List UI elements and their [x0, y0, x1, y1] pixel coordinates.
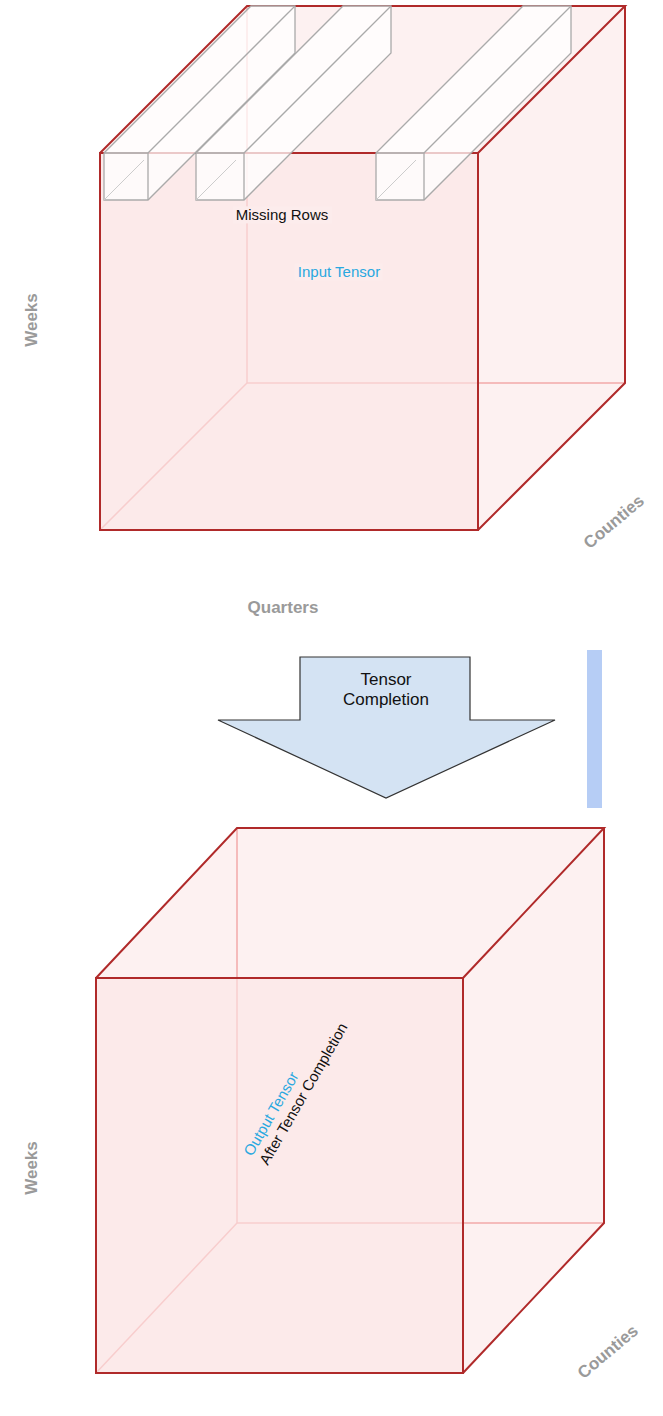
tensor-completion-arrow: Tensor Completion	[210, 650, 560, 805]
axis-label: Counties	[574, 1321, 642, 1383]
axis-label: Quarters	[248, 598, 319, 618]
axis-label: Weeks	[22, 1141, 42, 1195]
missing-row-edge	[244, 6, 391, 153]
arrow-label: Tensor Completion	[321, 670, 451, 709]
arrow-shape	[218, 657, 555, 798]
cube-top	[96, 828, 604, 978]
input-tensor-label: Input Tensor	[295, 263, 383, 280]
missing-row-edge	[196, 160, 236, 200]
axis-label: Weeks	[22, 293, 42, 347]
missing-rows-label: Missing Rows	[233, 206, 332, 223]
cube-body	[100, 6, 625, 530]
missing-row-edge	[376, 160, 416, 200]
missing-row-edge	[424, 6, 571, 153]
missing-row-edge	[376, 153, 424, 200]
missing-row	[376, 6, 571, 200]
axis-label: Counties	[580, 491, 648, 553]
output-tensor-cube: Output TensorAfter Tensor Completion	[0, 820, 663, 1385]
missing-row-edge	[104, 153, 148, 200]
missing-row	[196, 6, 391, 200]
cube-front	[96, 978, 463, 1373]
cube-body	[96, 828, 604, 1373]
cube-front	[100, 153, 478, 530]
blue-bar	[587, 650, 602, 808]
missing-row-edge	[196, 153, 244, 200]
cube-side	[463, 828, 604, 1373]
output-tensor-cube-outline	[0, 820, 663, 1385]
input-tensor-cube: Missing RowsInput Tensor	[0, 0, 663, 545]
missing-row-edge	[104, 160, 144, 200]
